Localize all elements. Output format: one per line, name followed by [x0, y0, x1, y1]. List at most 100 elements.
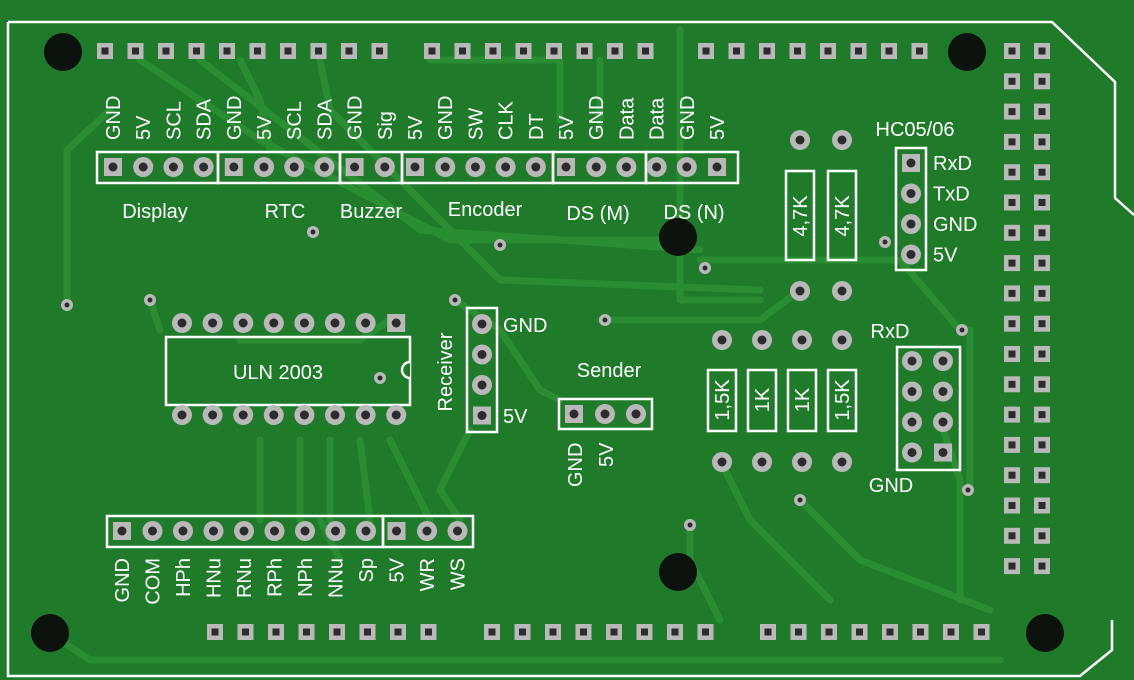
header-pad — [912, 624, 929, 640]
header-pad — [637, 43, 654, 59]
isp-rxd-label: RxD — [871, 321, 910, 343]
header-pad — [728, 43, 745, 59]
header-pad — [298, 624, 315, 640]
bottom-pin — [173, 521, 193, 541]
top-pin — [676, 157, 697, 177]
top-group-label: RTC — [265, 201, 306, 223]
header-pad — [1004, 527, 1020, 544]
top-pin-label: SDA — [314, 98, 336, 140]
top-pin-label: SCL — [284, 101, 306, 140]
hc05-pin-label: 5V — [933, 245, 958, 267]
top-pin-label: Data — [647, 97, 669, 140]
isp-header: RxD GND — [869, 321, 962, 497]
copper-traces — [56, 26, 1004, 664]
bottom-pin — [264, 521, 285, 541]
header-pad — [973, 624, 990, 640]
top-pin-label: Data — [616, 97, 638, 140]
header-pad — [359, 624, 376, 640]
header-pad — [1034, 103, 1050, 120]
header-pad — [1004, 103, 1020, 120]
top-pin — [104, 158, 122, 176]
top-pin — [224, 158, 243, 176]
bottom-pin-label: WS — [448, 558, 470, 590]
ic-pin — [172, 313, 192, 333]
hc05-pin-label: RxD — [933, 153, 972, 175]
header-pad — [697, 624, 714, 640]
top-pin — [435, 157, 456, 177]
header-pad — [1034, 43, 1050, 59]
header-pad — [821, 624, 837, 640]
header-pad — [280, 43, 296, 59]
receiver-pin — [472, 344, 492, 365]
header-pad — [545, 624, 561, 640]
bottom-pin — [387, 522, 406, 540]
header-pad — [515, 43, 532, 59]
header-pad — [1004, 376, 1020, 393]
top-pin — [133, 157, 154, 177]
bottom-pin-label: COM — [143, 558, 165, 605]
bottom-pin-label: RNu — [234, 558, 256, 598]
top-group-label: DS (M) — [566, 203, 629, 225]
top-pin — [465, 157, 486, 177]
top-pin — [345, 158, 364, 176]
ic-pin — [202, 313, 223, 333]
header-pad — [1004, 164, 1020, 181]
mounting-hole — [659, 553, 697, 591]
bottom-pin-label: HPh — [173, 558, 195, 597]
header-pad — [760, 624, 776, 640]
mounting-holes — [31, 33, 1064, 652]
top-pin — [284, 157, 305, 177]
header-pad — [1004, 194, 1020, 211]
ic-pin — [355, 405, 376, 425]
ic-pin — [294, 313, 315, 333]
header-pad — [1034, 315, 1050, 332]
hc05-pin — [901, 183, 921, 204]
ic-pin — [233, 313, 254, 333]
sender-label: Sender — [577, 360, 642, 382]
bottom-pin — [356, 521, 376, 541]
top-pin-label: SDA — [194, 98, 216, 140]
hc05-pin — [902, 154, 920, 172]
bottom-pin-label: Sp — [356, 558, 378, 582]
bottom-pin-label: HNu — [204, 558, 226, 598]
resistor-value: 1K — [752, 387, 774, 412]
top-pin — [616, 157, 637, 177]
resistor-pad — [712, 452, 732, 472]
header-pad — [1004, 73, 1020, 90]
header-pad — [1004, 43, 1020, 59]
bottom-pin — [234, 521, 254, 541]
resistor-pad — [752, 452, 772, 472]
ic-pin — [294, 405, 315, 425]
sender-pin — [595, 404, 615, 424]
header-pad — [1034, 73, 1050, 90]
resistor-value: 1K — [792, 387, 814, 412]
top-pin-label: SW — [465, 108, 487, 140]
header-pad — [1034, 346, 1050, 362]
header-pad — [698, 43, 714, 59]
uln2003-ic: ULN 2003 — [164, 313, 412, 425]
top-pin-label: 5V — [254, 115, 276, 140]
header-pad — [1004, 315, 1020, 332]
header-pad — [1034, 436, 1050, 453]
isp-pin — [902, 381, 922, 402]
resistor-pad — [832, 330, 852, 350]
header-pad — [1034, 527, 1050, 544]
receiver-label: Receiver — [435, 332, 457, 411]
top-pin-label: GND — [677, 96, 699, 140]
top-pin — [193, 157, 214, 177]
header-pad — [484, 624, 500, 640]
isp-pin — [934, 443, 952, 462]
top-pin-label: GND — [224, 96, 246, 140]
header-pad — [607, 43, 623, 59]
top-pin — [374, 157, 395, 177]
sender-5v-label: 5V — [596, 442, 618, 467]
top-pin-label: GND — [345, 96, 367, 140]
header-pad — [606, 624, 622, 640]
arduino-header-pads — [97, 43, 1050, 640]
header-pad — [454, 43, 471, 59]
bottom-pin-header — [105, 514, 475, 549]
bottom-pin — [447, 521, 468, 541]
top-pin — [586, 157, 607, 177]
